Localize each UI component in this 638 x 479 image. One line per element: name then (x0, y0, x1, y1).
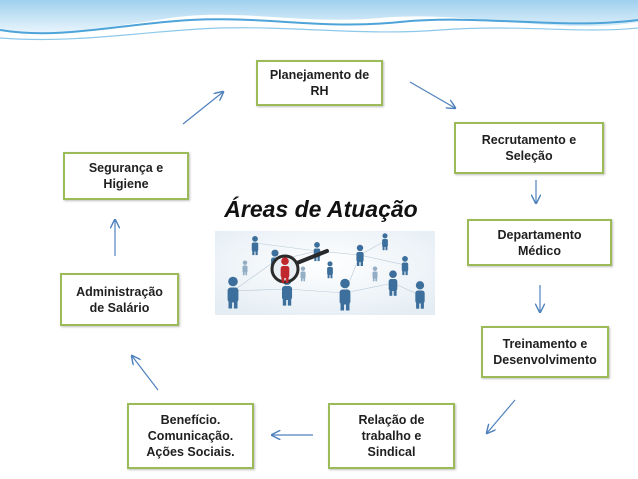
node-departamento-medico: Departamento Médico (467, 219, 612, 266)
arrow-planejamento-recrutamento (410, 82, 455, 108)
node-beneficio-comunicacao: Benefício. Comunicação. Ações Sociais. (127, 403, 254, 469)
arrow-beneficio-administracao (132, 356, 158, 390)
node-administracao-salario: Administração de Salário (60, 273, 179, 326)
node-recrutamento-selecao: Recrutamento e Seleção (454, 122, 604, 174)
node-relacao-trabalho-sindical: Relação de trabalho e Sindical (328, 403, 455, 469)
node-planejamento-rh: Planejamento de RH (256, 60, 383, 106)
node-seguranca-higiene: Segurança e Higiene (63, 152, 189, 200)
arrow-seguranca-planejamento (183, 92, 223, 124)
diagram-title: Áreas de Atuação (206, 196, 436, 223)
network-people-magnifier-icon (215, 231, 435, 315)
node-treinamento-desenvolvimento: Treinamento e Desenvolvimento (481, 326, 609, 378)
arrow-treinamento-relacao (487, 400, 515, 433)
